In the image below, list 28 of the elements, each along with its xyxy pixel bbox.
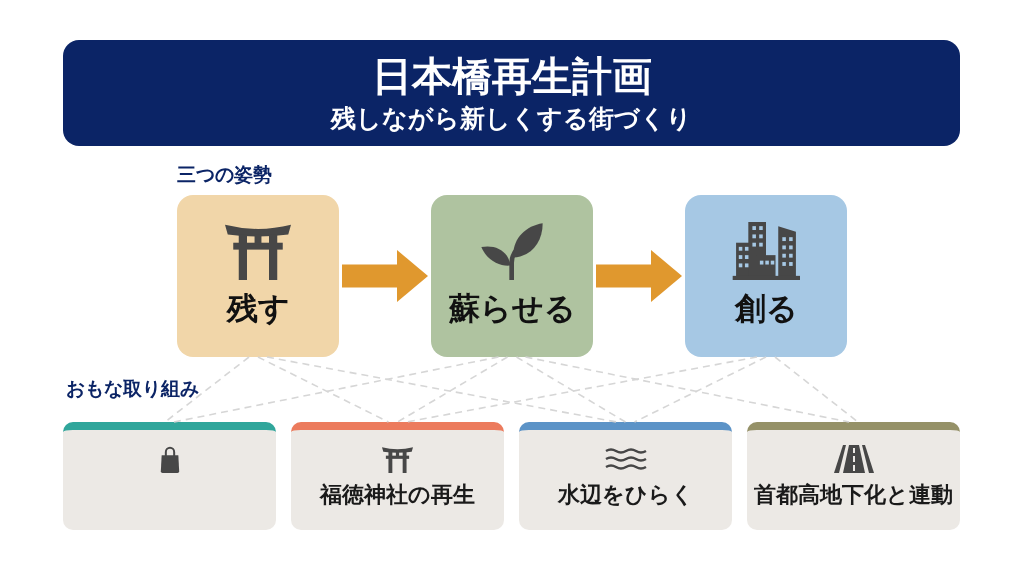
card-label: 水辺をひらく bbox=[557, 482, 694, 509]
card-label: 福徳神社の再生 bbox=[320, 482, 475, 509]
dashed-connector bbox=[173, 356, 500, 423]
stance-card bbox=[431, 195, 593, 357]
block-arrow bbox=[342, 250, 428, 302]
dashed-connector bbox=[633, 356, 767, 423]
subtitle: 残しながら新しくする街づくり bbox=[331, 103, 692, 134]
initiative-card bbox=[747, 422, 960, 530]
dashed-connector bbox=[396, 356, 509, 423]
initiative-card bbox=[291, 422, 504, 530]
stance-card bbox=[685, 195, 847, 357]
section-heading: おもな取り組み bbox=[66, 378, 199, 400]
card-label: 創る bbox=[734, 290, 798, 328]
dashed-connector bbox=[774, 356, 859, 423]
dashed-connector bbox=[515, 356, 627, 423]
block-arrow bbox=[596, 250, 682, 302]
stance-card bbox=[177, 195, 339, 357]
dashed-connector bbox=[524, 356, 850, 423]
dashed-connector bbox=[164, 356, 250, 423]
title: 日本橋再生計画 bbox=[371, 52, 652, 99]
dashed-connector bbox=[266, 356, 618, 423]
initiative-card bbox=[63, 422, 276, 530]
initiative-card bbox=[519, 422, 732, 530]
card-label: 残す bbox=[226, 290, 290, 328]
card-label: 首都高地下化と連動 bbox=[754, 482, 953, 509]
dashed-connector bbox=[257, 356, 390, 423]
dashed-connector bbox=[405, 356, 758, 423]
card-label: 蘇らせる bbox=[448, 290, 576, 328]
